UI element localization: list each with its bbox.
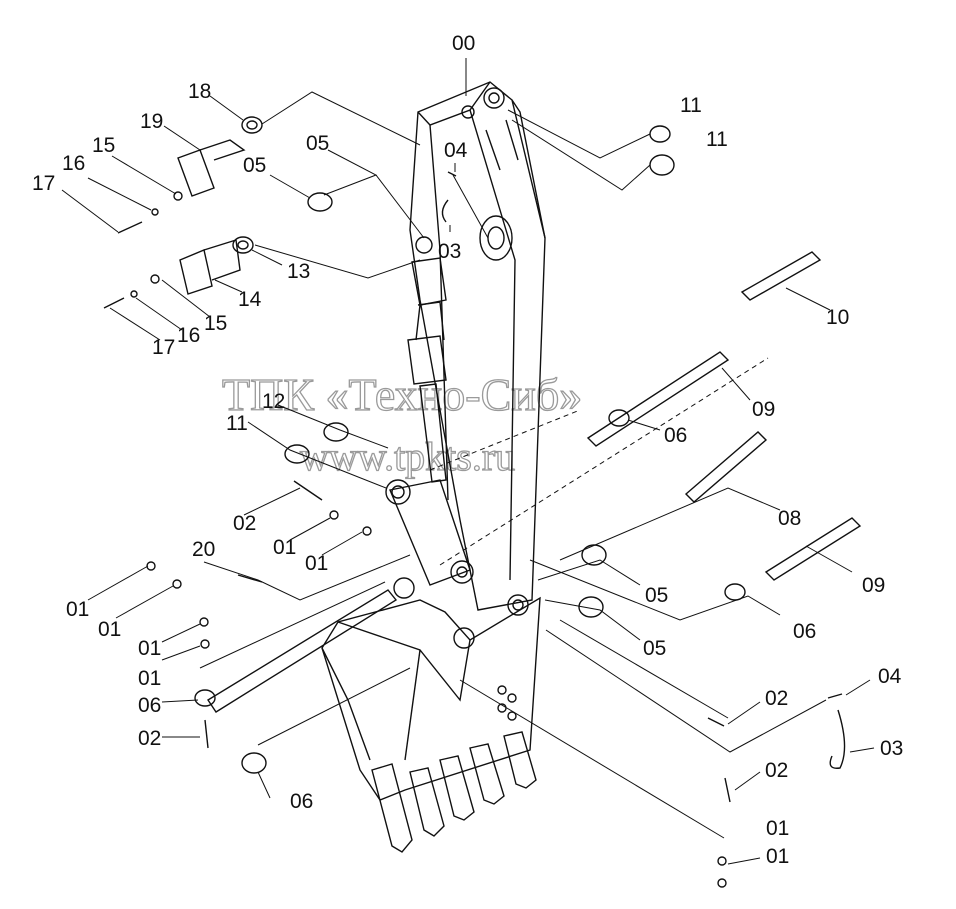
callout-09-lower: 09 xyxy=(862,574,885,597)
callout-17-lower: 17 xyxy=(152,336,175,359)
callout-05-mid: 05 xyxy=(645,584,668,607)
callout-02-right-b: 02 xyxy=(765,759,788,782)
callout-01-left-c: 01 xyxy=(138,637,161,660)
callout-11-top-b: 11 xyxy=(706,128,728,151)
callout-01-left-d: 01 xyxy=(138,667,161,690)
pin-assembly-lower xyxy=(103,236,254,309)
callout-19: 19 xyxy=(140,110,163,133)
callout-09-upper: 09 xyxy=(752,398,775,421)
callout-03-right: 03 xyxy=(880,737,903,760)
callout-06-left: 06 xyxy=(138,694,161,717)
callout-18: 18 xyxy=(188,80,211,103)
linkage-links xyxy=(385,479,529,649)
callout-17-upper: 17 xyxy=(32,172,55,195)
callout-01-mid-b: 01 xyxy=(305,552,328,575)
callout-14: 14 xyxy=(238,288,262,311)
hydraulic-cylinder xyxy=(407,257,447,483)
callout-01-left-b: 01 xyxy=(98,618,121,641)
leader-lines xyxy=(61,58,875,865)
pin-assembly-upper xyxy=(117,116,333,234)
callout-01-left-a: 01 xyxy=(66,598,89,621)
callout-01-bottom-a: 01 xyxy=(766,817,789,840)
callout-16-lower: 16 xyxy=(177,324,200,347)
callout-05-ring: 05 xyxy=(243,154,266,177)
callout-labels: 00 18 19 15 16 17 05 05 04 03 11 11 13 1… xyxy=(32,32,903,868)
callout-15-lower: 15 xyxy=(204,312,227,335)
callout-10: 10 xyxy=(826,306,849,329)
bucket-teeth xyxy=(371,731,537,853)
center-line-1 xyxy=(439,357,769,566)
callout-02-left-low: 02 xyxy=(138,727,161,750)
callout-04-right: 04 xyxy=(878,665,902,688)
callout-11-top-a: 11 xyxy=(680,94,702,117)
callout-08: 08 xyxy=(778,507,801,530)
callout-15-upper: 15 xyxy=(92,134,115,157)
bucket xyxy=(321,596,541,801)
callout-16-upper: 16 xyxy=(62,152,85,175)
callout-06-upper: 06 xyxy=(664,424,687,447)
callout-12: 12 xyxy=(262,390,285,413)
callout-03-top: 03 xyxy=(438,240,461,263)
callout-00: 00 xyxy=(452,32,475,55)
callout-06-mid: 06 xyxy=(793,620,816,643)
callout-06-bottom: 06 xyxy=(290,790,313,813)
arm-stick xyxy=(409,81,546,611)
callout-20: 20 xyxy=(192,538,215,561)
callout-04-top: 04 xyxy=(444,139,468,162)
callout-02-right-a: 02 xyxy=(765,687,788,710)
callout-05-top: 05 xyxy=(306,132,329,155)
watermark-company: ТПК «Техно-Сиб» xyxy=(222,369,582,420)
callout-01-bottom-b: 01 xyxy=(766,845,789,868)
callout-01-mid-a: 01 xyxy=(273,536,296,559)
callout-05-low: 05 xyxy=(643,637,666,660)
callout-02-left: 02 xyxy=(233,512,256,535)
callout-11-left: 11 xyxy=(226,412,248,435)
callout-13: 13 xyxy=(287,260,310,283)
pins-right xyxy=(194,125,862,774)
